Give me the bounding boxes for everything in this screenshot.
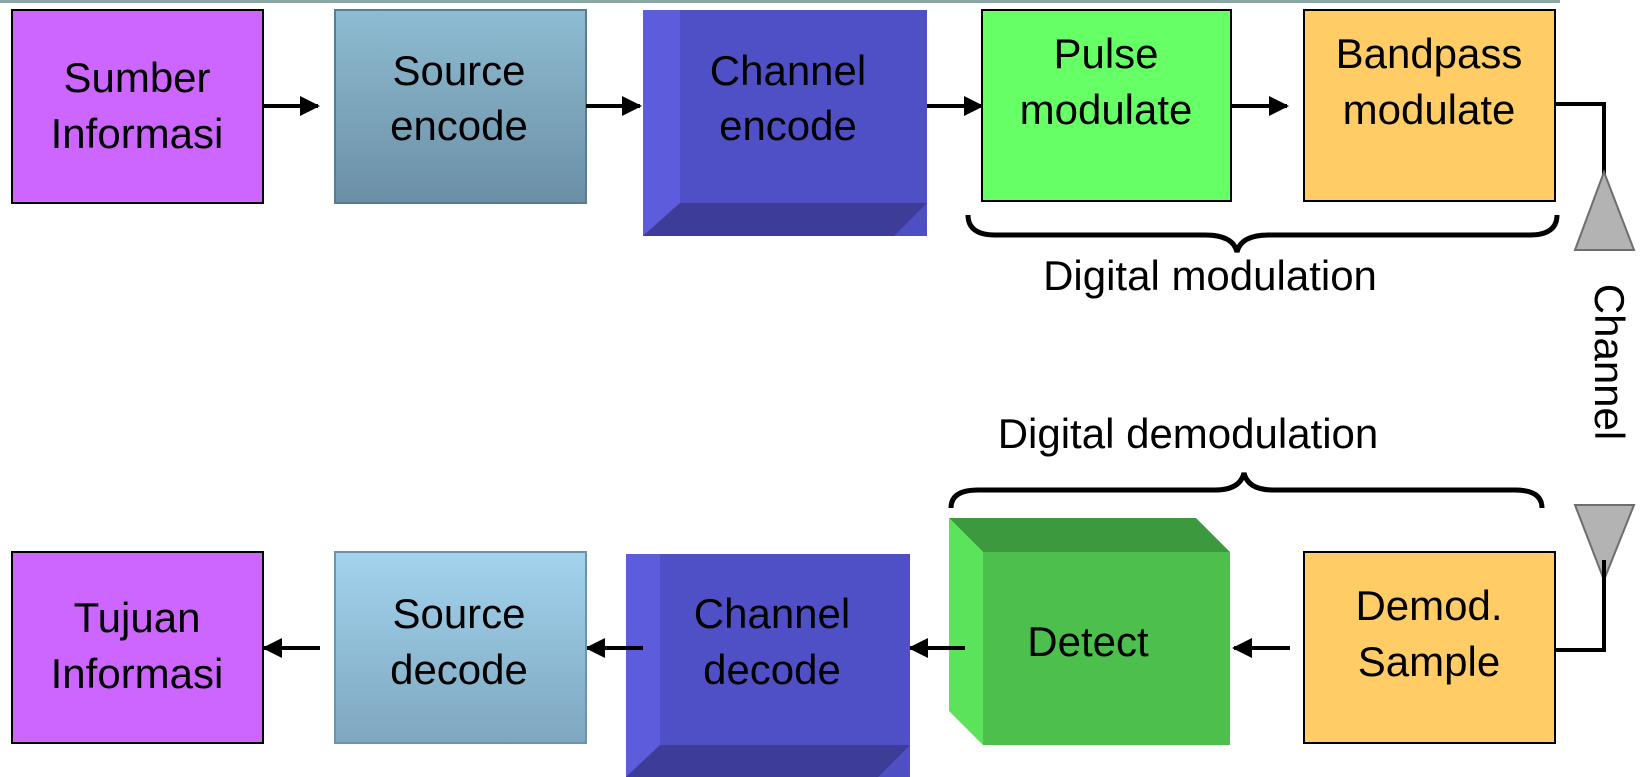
block-label: modulate — [1020, 86, 1193, 133]
block-label: Pulse — [1053, 30, 1158, 77]
block-label: Bandpass — [1336, 30, 1523, 77]
block-label: decode — [390, 646, 528, 693]
digital-modulation-brace — [965, 214, 1560, 253]
block-label: Sample — [1358, 638, 1500, 685]
receive-antenna-icon — [1573, 504, 1636, 583]
block-label: Demod. — [1355, 582, 1502, 629]
block-label: Source — [392, 47, 525, 94]
block-label: Channel — [694, 590, 850, 637]
block-label: decode — [703, 646, 841, 693]
block-channel-decode: Channel decode — [626, 554, 910, 777]
block-label: encode — [390, 102, 528, 149]
caption-channel: Channel — [1586, 284, 1633, 440]
line-to-tx-antenna — [1555, 102, 1606, 200]
block-label: Tujuan — [74, 594, 201, 641]
top-rule — [0, 0, 1560, 3]
block-label: Informasi — [51, 650, 224, 697]
block-label: encode — [719, 102, 857, 149]
block-source-encode: Source encode — [334, 9, 587, 204]
block-channel-encode: Channel encode — [643, 10, 927, 236]
caption-digital-demodulation: Digital demodulation — [998, 410, 1379, 457]
block-source-decode: Source decode — [334, 551, 587, 744]
block-tujuan-informasi: Tujuan Informasi — [11, 551, 264, 744]
block-label: Detect — [1027, 618, 1149, 665]
block-label: Source — [392, 590, 525, 637]
block-bandpass-modulate: Bandpass modulate — [1303, 9, 1556, 202]
line-from-rx-antenna — [1555, 560, 1606, 652]
block-label: modulate — [1343, 86, 1516, 133]
caption-digital-modulation: Digital modulation — [1043, 252, 1377, 299]
digital-demodulation-brace — [948, 472, 1545, 509]
block-demod-sample: Demod. Sample — [1303, 551, 1556, 744]
block-label: Channel — [710, 47, 866, 94]
transmit-antenna-icon — [1573, 169, 1636, 251]
block-sumber-informasi: Sumber Informasi — [11, 9, 264, 204]
block-pulse-modulate: Pulse modulate — [981, 9, 1232, 202]
block-detect: Detect — [949, 518, 1230, 745]
block-label: Sumber — [63, 54, 210, 101]
block-label: Informasi — [51, 110, 224, 157]
